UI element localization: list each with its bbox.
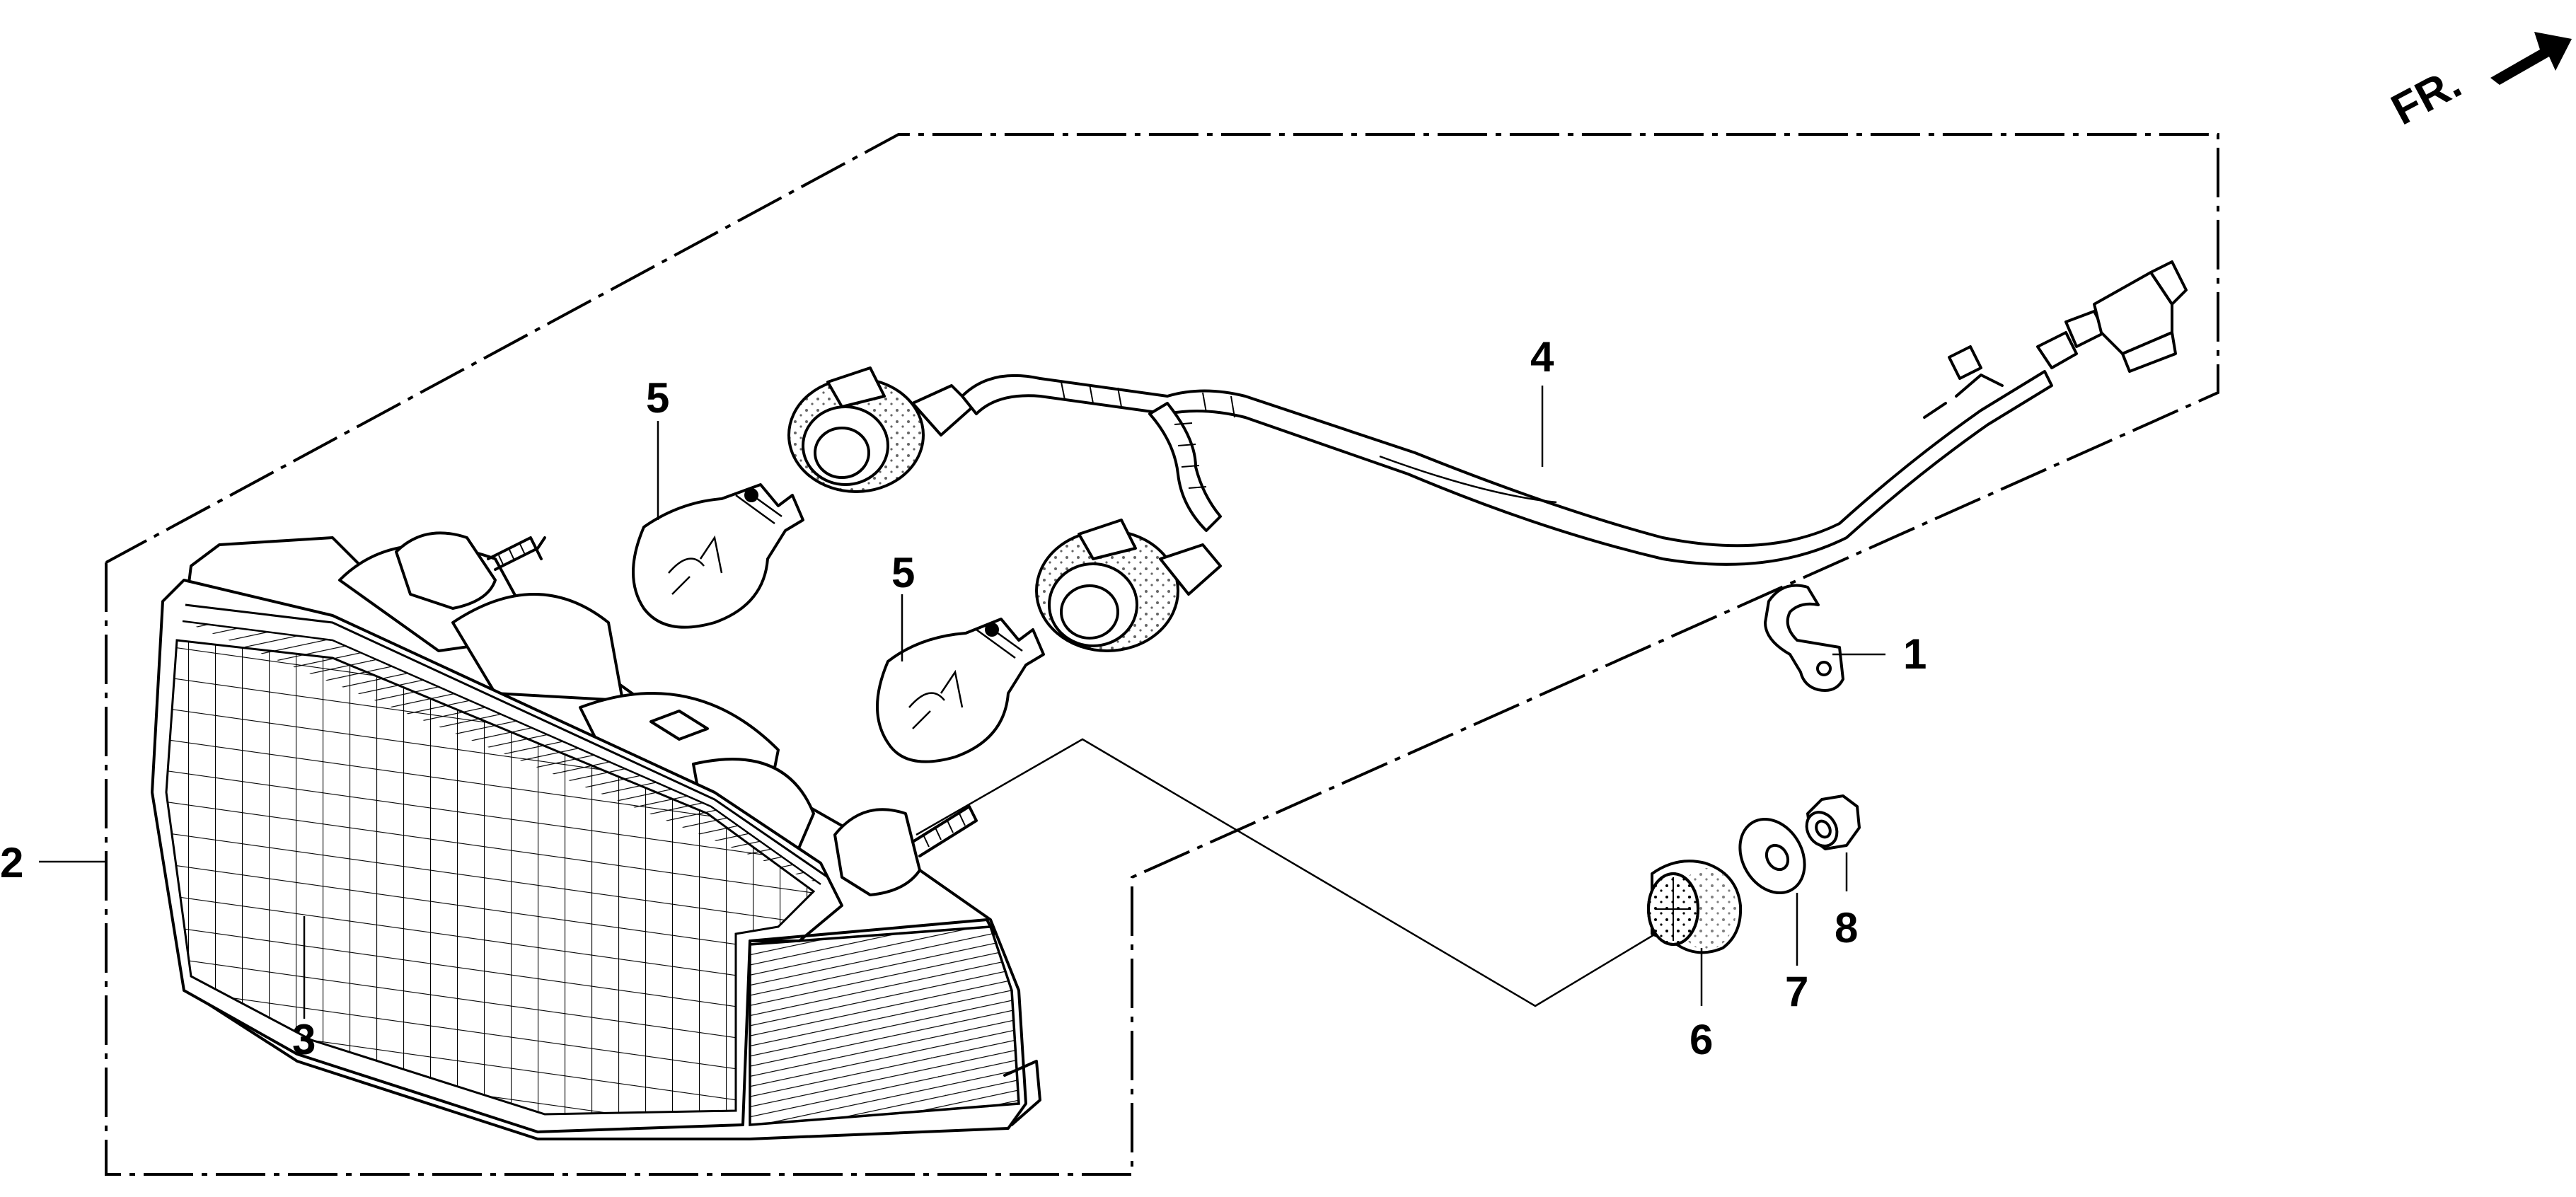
assembly-boundary <box>105 133 2219 1176</box>
callout-4: 4 <box>1530 333 1554 381</box>
callout-8: 8 <box>1835 904 1858 952</box>
callout-3: 3 <box>292 1016 316 1063</box>
callout-2: 2 <box>0 839 23 886</box>
callout-1: 1 <box>1903 630 1927 678</box>
callout-5-upper: 5 <box>646 374 669 422</box>
front-direction-arrow-icon <box>2490 32 2572 85</box>
socket-wire-harness <box>787 260 2188 652</box>
leader-lines <box>39 386 1885 1019</box>
bulb-lower <box>876 618 1045 763</box>
callout-6: 7 <box>1785 968 1808 1015</box>
bulb-upper <box>632 483 804 629</box>
wire-clamp <box>1764 584 1844 692</box>
callout-5-lower: 5 <box>891 549 915 596</box>
washer <box>1738 817 1806 895</box>
tail-light-lens <box>151 579 1041 1133</box>
rubber-grommet <box>1647 860 1743 954</box>
flange-nut <box>1805 794 1861 850</box>
direction-label: FR. <box>2384 59 2469 135</box>
callout-7: 6 <box>1690 1016 1713 1063</box>
